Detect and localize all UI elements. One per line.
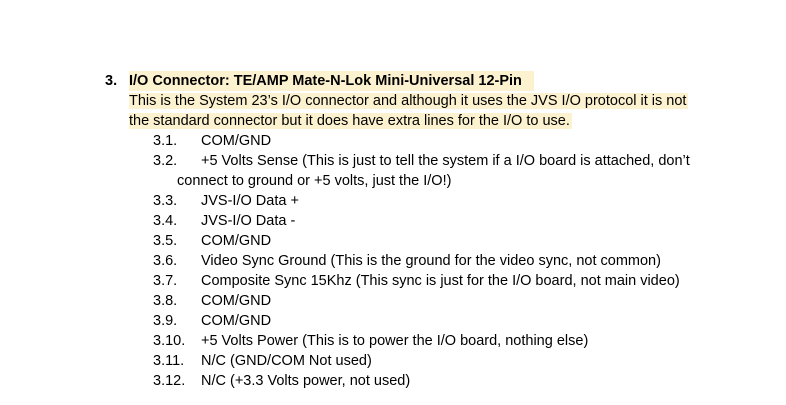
pin-number: 3.4.: [153, 213, 178, 229]
intro-line-text: This is the System 23’s I/O connector an…: [129, 93, 689, 109]
pin-description: JVS-I/O Data -: [201, 213, 296, 229]
section-heading: I/O Connector: TE/AMP Mate-N-Lok Mini-Un…: [129, 71, 534, 91]
pin-description: COM/GND: [201, 133, 272, 149]
intro-line-text: the standard connector but it does have …: [129, 113, 572, 129]
pin-number: 3.1.: [153, 133, 178, 149]
section-number: 3.: [105, 73, 118, 89]
pin-description: +5 Volts Power (This is to power the I/O…: [201, 333, 589, 349]
pin-number: 3.7.: [153, 273, 178, 289]
pin-number: 3.6.: [153, 253, 178, 269]
pin-number: 3.12.: [153, 373, 186, 389]
pin-number: 3.9.: [153, 313, 178, 329]
pin-description: COM/GND: [201, 233, 272, 249]
pin-description: Video Sync Ground (This is the ground fo…: [201, 253, 661, 269]
section-intro: This is the System 23’s I/O connector an…: [129, 91, 704, 131]
pin-description: N/C (GND/COM Not used): [201, 353, 372, 369]
intro-line: the standard connector but it does have …: [129, 111, 704, 131]
pin-number: 3.2.: [153, 153, 178, 169]
pin-number: 3.11.: [153, 353, 185, 369]
pin-description: +5 Volts Sense (This is just to tell the…: [201, 153, 690, 169]
intro-line: This is the System 23’s I/O connector an…: [129, 91, 704, 111]
pin-description: COM/GND: [201, 313, 272, 329]
pin-number: 3.3.: [153, 193, 178, 209]
pin-description: N/C (+3.3 Volts power, not used): [201, 373, 411, 389]
pin-description: JVS-I/O Data +: [201, 193, 299, 209]
pin-number: 3.5.: [153, 233, 178, 249]
pin-description: Composite Sync 15Khz (This sync is just …: [201, 273, 680, 289]
pin-number: 3.10.: [153, 333, 186, 349]
pin-description: COM/GND: [201, 293, 272, 309]
pin-number: 3.8.: [153, 293, 178, 309]
pin-description-continued: connect to ground or +5 volts, just the …: [177, 173, 452, 189]
